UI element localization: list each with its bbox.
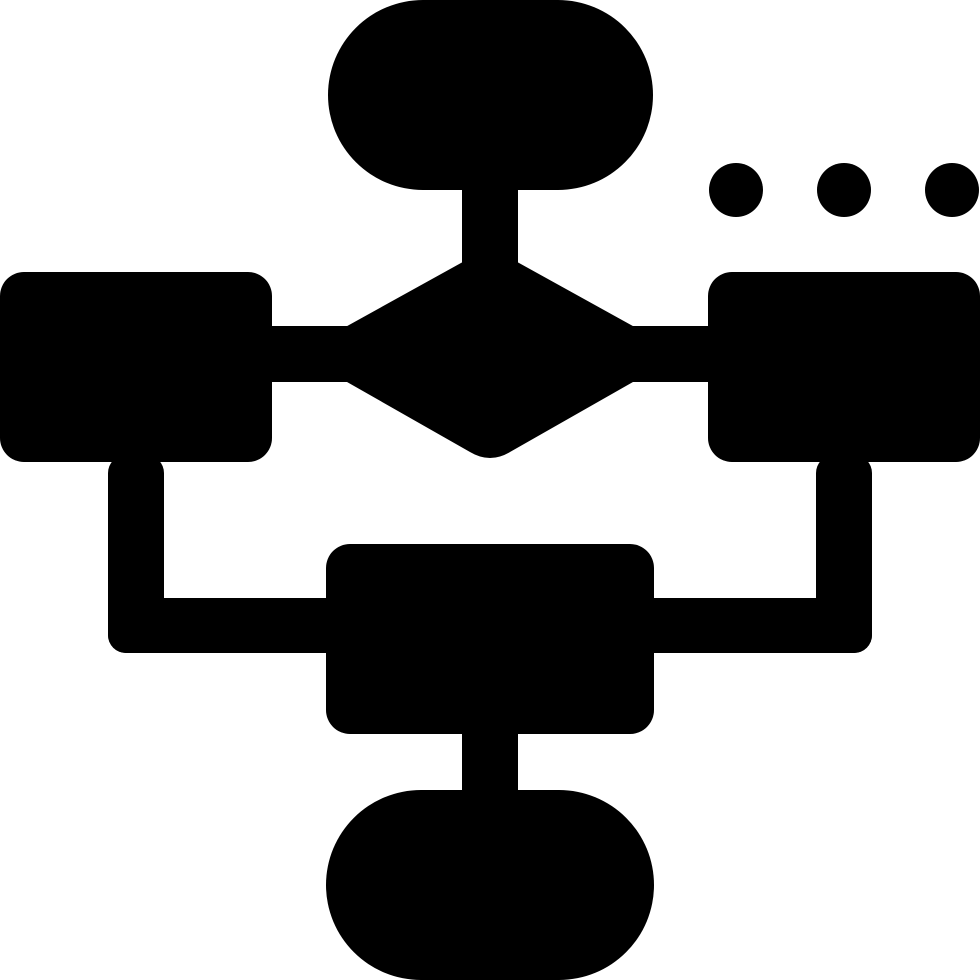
connector-right-bottom-horizontal	[632, 598, 872, 653]
bottom-terminator-shape	[326, 790, 654, 980]
more-dot-3	[925, 163, 979, 217]
bottom-process-box-shape	[326, 544, 654, 734]
right-process-box-shape	[708, 272, 980, 462]
more-dot-2	[817, 163, 871, 217]
left-process-box-shape	[0, 272, 272, 462]
more-dot-1	[709, 163, 763, 217]
top-terminator-shape	[328, 0, 653, 190]
connector-left-bottom-horizontal	[108, 598, 348, 653]
more-dots-icon	[709, 163, 979, 217]
decision-diamond-shape	[334, 252, 646, 458]
